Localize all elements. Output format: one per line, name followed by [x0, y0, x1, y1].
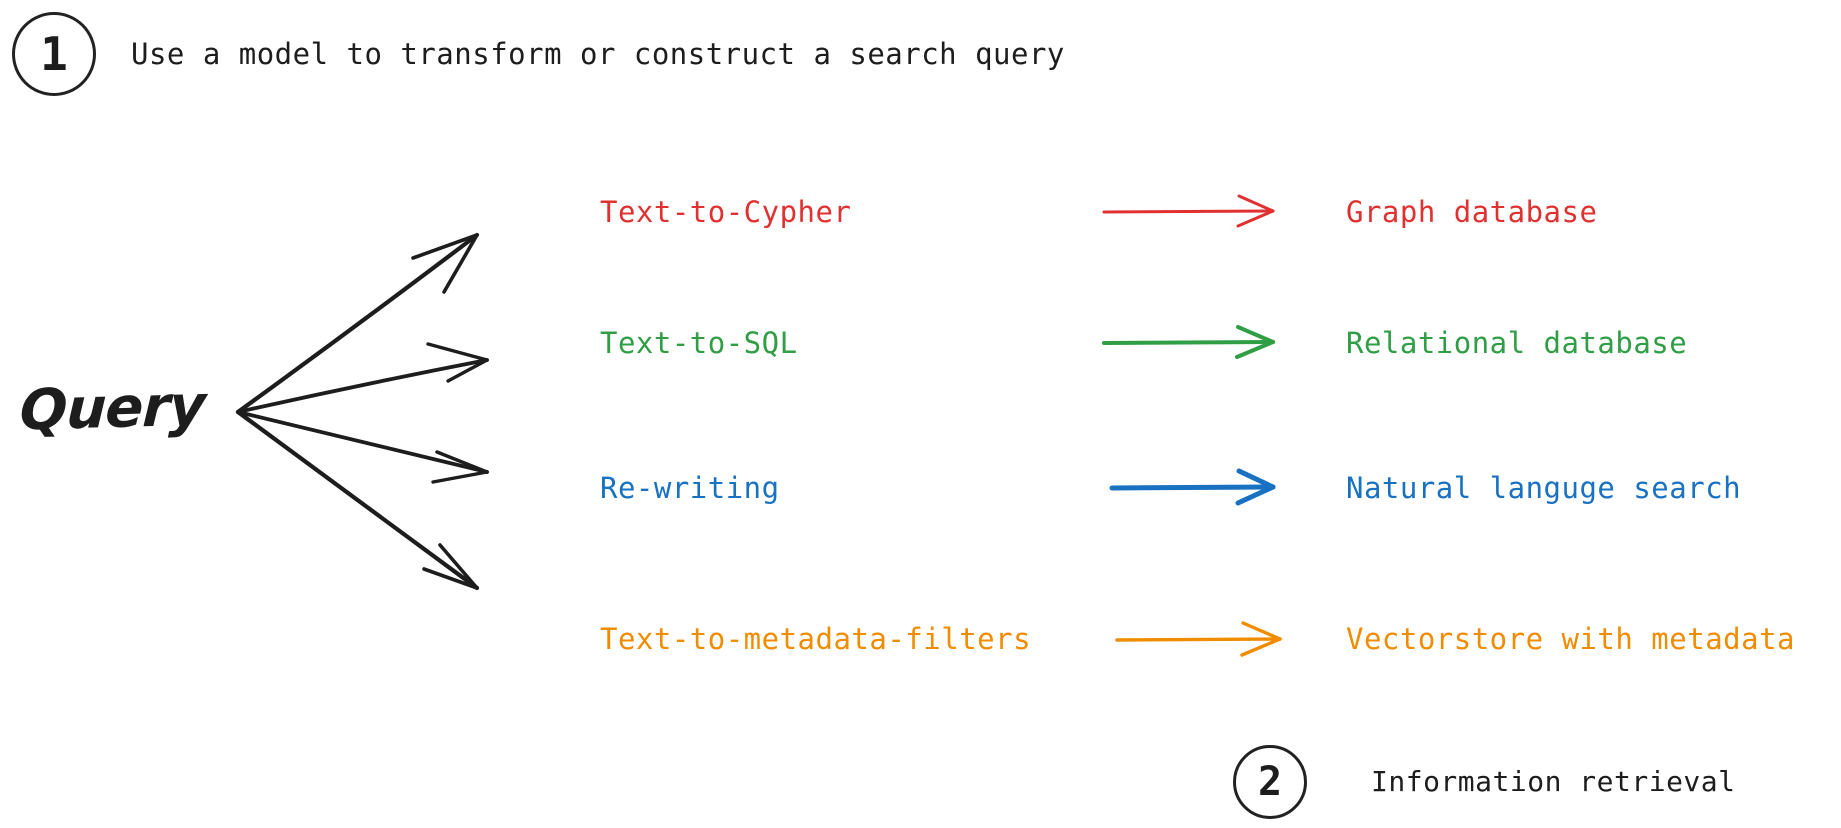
- connector-arrow-3: [1109, 468, 1276, 506]
- method-label-text-to-cypher: Text-to-Cypher: [600, 195, 852, 229]
- target-label-natural-language-search: Natural languge search: [1346, 471, 1742, 505]
- step-badge-2-number: 2: [1257, 759, 1283, 805]
- fan-arrow-1: [235, 232, 480, 415]
- step-2-caption: Information retrieval: [1371, 765, 1736, 798]
- fan-arrow-4: [235, 409, 480, 591]
- target-label-graph-database: Graph database: [1346, 195, 1598, 229]
- method-label-text-to-sql: Text-to-SQL: [600, 326, 798, 360]
- target-label-relational-database: Relational database: [1346, 326, 1688, 360]
- method-label-re-writing: Re-writing: [600, 471, 780, 505]
- target-label-vectorstore-with-metadata: Vectorstore with metadata: [1346, 622, 1795, 656]
- step-badge-1-number: 1: [40, 27, 68, 81]
- connector-arrow-4: [1115, 621, 1282, 657]
- connector-arrow-2: [1102, 325, 1275, 359]
- method-label-text-to-metadata-filters: Text-to-metadata-filters: [600, 622, 1032, 656]
- fan-arrow-3: [236, 410, 489, 484]
- fan-arrow-2: [236, 342, 489, 414]
- connector-arrow-1: [1102, 194, 1275, 228]
- query-label: Query: [18, 373, 207, 444]
- step-badge-1: 1: [12, 12, 96, 96]
- step-1-caption: Use a model to transform or construct a …: [131, 37, 1065, 71]
- step-badge-2: 2: [1233, 745, 1307, 819]
